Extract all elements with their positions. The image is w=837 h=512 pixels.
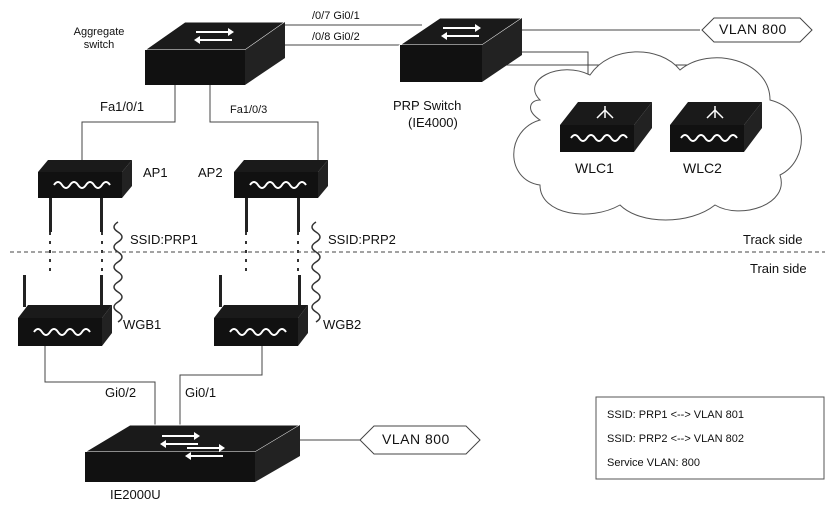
aggregate-switch-label: Aggregate switch	[73, 26, 125, 51]
vlan-bottom-shape	[359, 425, 481, 455]
train-side-label: Train side	[750, 261, 807, 276]
wireless-link-prp2	[311, 221, 321, 323]
wgb1-label: WGB1	[123, 317, 162, 332]
ie2000u-label: IE2000U	[110, 487, 161, 502]
ssid-prp1-label: SSID:PRP1	[130, 232, 198, 247]
prp-switch-label: PRP Switch	[393, 98, 462, 113]
link-gi02	[44, 346, 156, 425]
legend-line-3: Service VLAN: 800	[607, 457, 700, 469]
wgb2-device	[214, 275, 308, 346]
port-gi07-label: /0/7 Gi0/1	[312, 10, 360, 22]
vlan-bottom-label: VLAN 800	[382, 431, 450, 447]
wgb1-device	[18, 275, 112, 346]
track-side-label: Track side	[743, 232, 803, 247]
port-gi08-label: /0/8 Gi0/2	[312, 31, 360, 43]
cloud	[513, 51, 802, 221]
prp-switch	[398, 17, 524, 82]
vlan-top-label: VLAN 800	[719, 21, 787, 37]
wlc1-label: WLC1	[575, 160, 614, 176]
prp-switch-model-label: (IE4000)	[408, 115, 458, 130]
port-fa101-label: Fa1/0/1	[100, 99, 145, 114]
ie2000u-switch	[83, 424, 302, 482]
port-fa103-label: Fa1/0/3	[230, 104, 268, 116]
port-gi02-label: Gi0/2	[105, 385, 137, 400]
wireless-link-prp1	[113, 221, 123, 323]
legend-line-1: SSID: PRP1 <--> VLAN 801	[607, 409, 744, 421]
wlc1-device	[560, 102, 652, 152]
ap2-label: AP2	[198, 165, 223, 180]
aggregate-switch	[143, 21, 287, 85]
ssid-prp2-label: SSID:PRP2	[328, 232, 396, 247]
ap2-device	[234, 160, 328, 232]
port-gi01-label: Gi0/1	[185, 385, 217, 400]
link-fa103	[209, 85, 319, 160]
legend-line-2: SSID: PRP2 <--> VLAN 802	[607, 433, 744, 445]
vlan-top-shape	[701, 17, 813, 43]
link-fa101	[81, 85, 176, 160]
ap1-label: AP1	[143, 165, 168, 180]
wgb2-label: WGB2	[323, 317, 362, 332]
legend-box	[595, 396, 825, 480]
wlc2-label: WLC2	[683, 160, 722, 176]
link-gi01	[179, 346, 263, 425]
wlc2-device	[670, 102, 762, 152]
ap1-device	[38, 160, 132, 232]
